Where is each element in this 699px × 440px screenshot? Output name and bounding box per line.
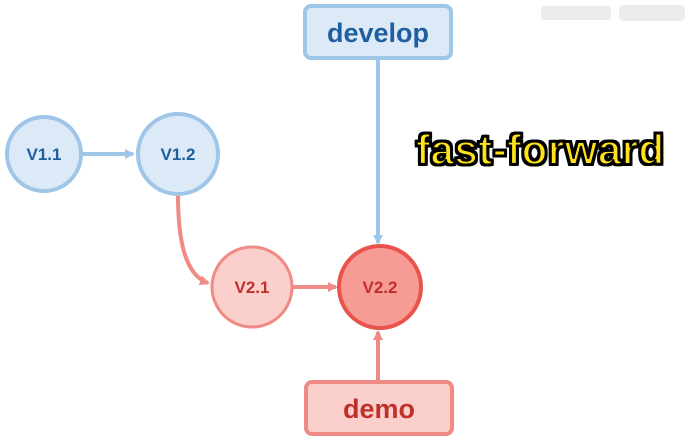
commit-label-v12: V1.2 (161, 145, 196, 164)
branch-develop: develop (303, 4, 453, 60)
commit-node-v12: V1.2 (136, 112, 220, 196)
commit-node-v11: V1.1 (5, 115, 83, 193)
commit-label-v22: V2.2 (363, 278, 398, 297)
branch-demo: demo (304, 380, 454, 436)
branch-demo-label: demo (343, 394, 415, 424)
branch-develop-label: develop (327, 18, 429, 48)
commit-label-v11: V1.1 (27, 145, 62, 164)
edge-v12-v21 (176, 194, 210, 286)
watermark-logo (541, 5, 685, 21)
commit-node-v21: V2.1 (210, 245, 294, 329)
fast-forward-caption: fast-forward (415, 125, 665, 174)
commit-node-v22: V2.2 (337, 244, 423, 330)
commit-label-v21: V2.1 (235, 278, 270, 297)
